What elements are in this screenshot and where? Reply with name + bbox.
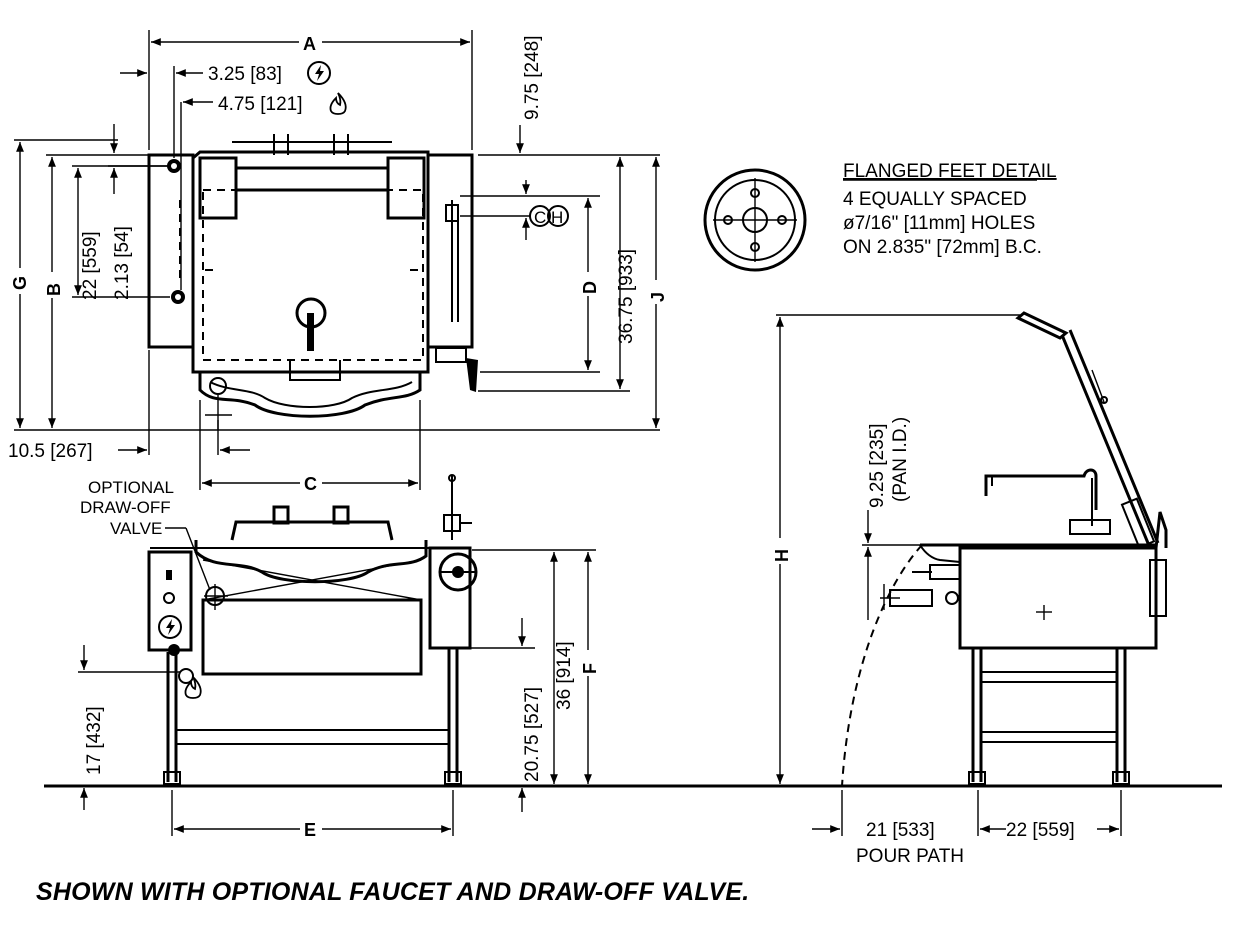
dimension-36: 36 [914] [472,549,596,784]
gas-flame-icon [329,92,347,115]
dimension-pour-path: 21 [533] POUR PATH [812,790,1006,867]
dim-pour-path-label: POUR PATH [856,846,964,867]
dim-17-label: 17 [432] [84,706,105,775]
dimension-h: H [772,314,1020,784]
dimension-f: F [580,552,600,784]
dimension-g: G [10,139,660,431]
dim-gas-offset-label: 4.75 [121] [218,94,303,115]
side-view [841,311,1168,787]
dim-22-depth-label: 22 [559] [80,231,101,300]
dimension-213: 2.13 [54] [108,124,170,300]
dimension-legs: 22 [559] [1006,790,1122,841]
hot-symbol: H [551,208,563,227]
dim-e-label: E [304,820,316,840]
dimension-17: 17 [432] [78,645,180,810]
front-gas-icon [184,676,202,699]
dim-2075-label: 20.75 [527] [522,687,543,782]
dimension-j: J [648,156,668,428]
dim-c-label: C [304,474,317,494]
dimension-c: C [199,400,421,494]
dim-elec-offset-label: 3.25 [83] [208,64,282,85]
drawing-caption: SHOWN WITH OPTIONAL FAUCET AND DRAW-OFF … [36,878,750,906]
dimension-a: A [148,30,473,150]
dimension-top-clearance: 9.75 [248] [478,35,660,156]
front-electric-icon [158,615,182,639]
dim-a-label: A [303,34,316,54]
dim-pan-id-label: (PAN I.D.) [890,417,911,502]
dim-36-label: 36 [914] [554,641,575,710]
dim-g-label: G [10,276,30,290]
dim-3675-label: 36.75 [933] [616,249,637,344]
dimension-d: D [480,197,600,373]
dimension-3675: 36.75 [933] [478,156,637,392]
electric-bolt-icon [307,61,331,85]
dimension-2075: 20.75 [527] [470,618,543,812]
optional-label-line3: VALVE [110,519,162,538]
dim-h-label: H [772,549,792,562]
dimension-front-offset: 10.5 [267] [8,350,250,462]
flanged-feet-line3: ON 2.835" [72mm] B.C. [843,237,1042,258]
dim-b-label: B [44,283,64,296]
front-view [147,474,478,785]
plan-view [147,134,478,430]
dim-front-offset-label: 10.5 [267] [8,441,93,462]
dim-d-label: D [580,281,600,294]
dimension-b: B [44,154,148,428]
dimension-gas-offset: 4.75 [121] [180,92,347,290]
flanged-feet-line2: ø7/16" [11mm] HOLES [843,213,1035,234]
dimension-pan-depth: 9.25 [235] (PAN I.D.) [862,417,925,620]
flanged-feet-detail: FLANGED FEET DETAIL 4 EQUALLY SPACED ø7/… [703,161,1057,272]
optional-label-line1: OPTIONAL [88,478,174,497]
flanged-feet-title: FLANGED FEET DETAIL [843,161,1057,182]
cold-symbol: C [534,208,546,227]
optional-drawoff-label: OPTIONAL DRAW-OFF VALVE [80,478,211,591]
dim-top-clearance-label: 9.75 [248] [522,35,543,120]
dim-pan-depth-label: 9.25 [235] [867,423,888,508]
dim-pour-21-label: 21 [533] [866,820,935,841]
dimension-elec-offset: 3.25 [83] [120,61,331,158]
optional-label-line2: DRAW-OFF [80,498,171,517]
dim-f-label: F [580,663,600,674]
dimension-22-depth: 22 [559] [72,165,170,300]
water-connections: C H [460,180,600,240]
dim-j-label: J [648,292,668,302]
dim-legs-label: 22 [559] [1006,820,1075,841]
flanged-feet-line1: 4 EQUALLY SPACED [843,189,1027,210]
dimension-e: E [171,790,454,840]
dim-213-label: 2.13 [54] [112,226,133,300]
